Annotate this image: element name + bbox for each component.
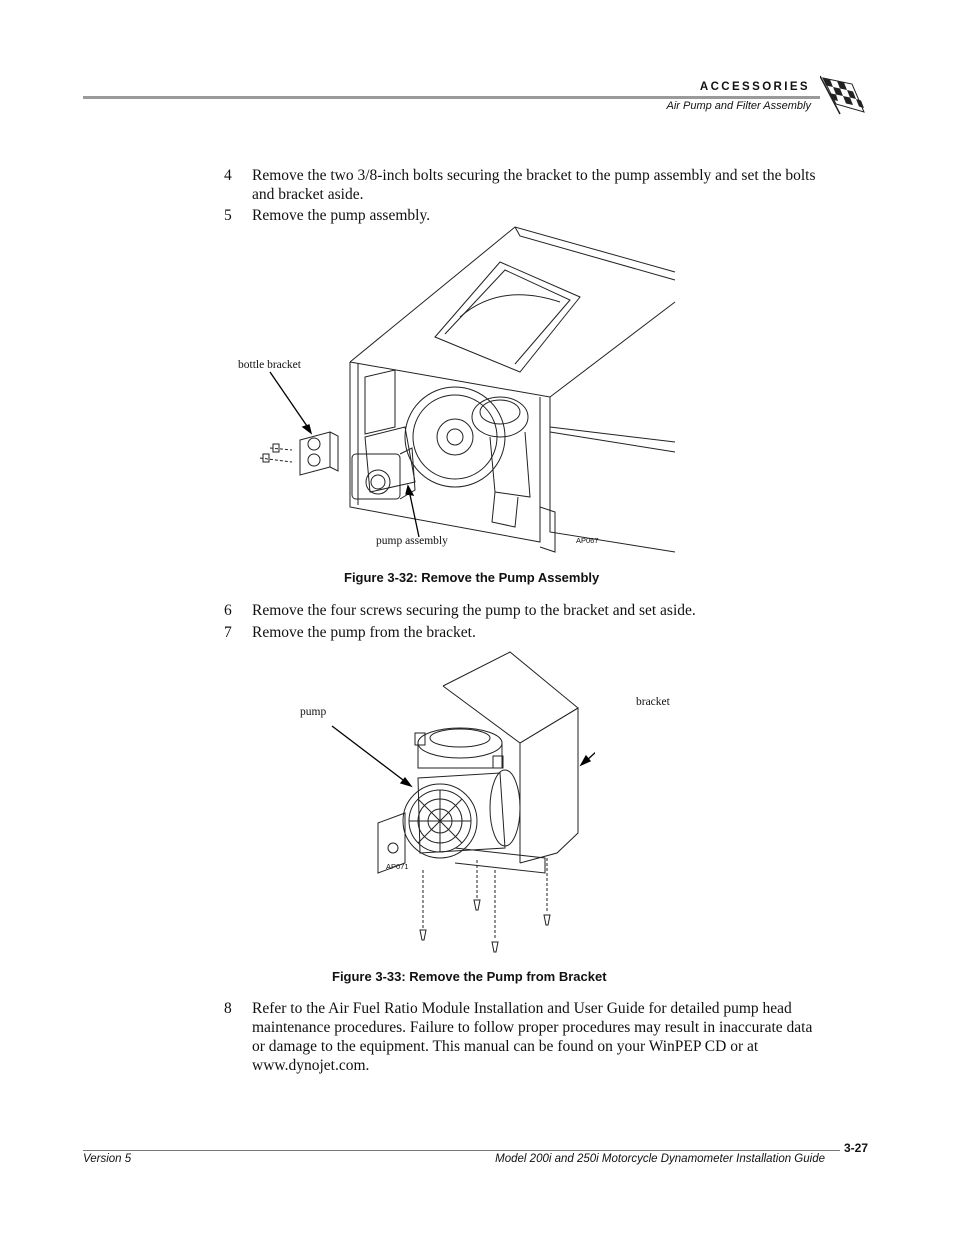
section-subtitle: Air Pump and Filter Assembly	[666, 100, 811, 112]
step-6: 6 Remove the four screws securing the pu…	[224, 601, 824, 621]
step-text: Remove the four screws securing the pump…	[252, 602, 696, 619]
step-text: Remove the two 3/8-inch bolts securing t…	[252, 167, 816, 203]
step-number: 7	[224, 624, 232, 641]
figure-code: AP071	[386, 862, 409, 871]
figure-code: AP067	[576, 536, 599, 545]
step-number: 5	[224, 207, 232, 224]
label-pump-assembly: pump assembly	[376, 535, 448, 547]
step-7: 7 Remove the pump from the bracket.	[224, 623, 824, 643]
section-title: ACCESSORIES	[699, 81, 810, 93]
step-number: 4	[224, 167, 232, 184]
step-number: 6	[224, 602, 232, 619]
footer-version: Version 5	[83, 1153, 132, 1165]
step-text: Refer to the Air Fuel Ratio Module Insta…	[252, 1000, 813, 1074]
step-text: Remove the pump assembly.	[252, 207, 431, 224]
label-bottle-bracket: bottle bracket	[238, 359, 301, 371]
footer-title: Model 200i and 250i Motorcycle Dynamomet…	[495, 1153, 825, 1165]
step-text: Remove the pump from the bracket.	[252, 624, 476, 641]
step-8: 8 Refer to the Air Fuel Ratio Module Ins…	[224, 999, 824, 1079]
figure-caption: Figure 3-32: Remove the Pump Assembly	[344, 570, 600, 585]
header-rule	[83, 96, 820, 99]
pump-bracket-figure	[331, 651, 595, 953]
footer-rule	[83, 1150, 840, 1151]
label-bracket: bracket	[636, 696, 670, 708]
checkered-flag-icon	[820, 75, 865, 115]
step-number: 8	[224, 1000, 232, 1017]
step-5: 5 Remove the pump assembly.	[224, 206, 824, 226]
step-4: 4 Remove the two 3/8-inch bolts securing…	[224, 166, 824, 206]
figure-caption: Figure 3-33: Remove the Pump from Bracke…	[332, 969, 607, 984]
pump-assembly-figure	[259, 226, 676, 553]
page-number: 3-27	[844, 1141, 869, 1155]
label-pump: pump	[300, 706, 327, 718]
